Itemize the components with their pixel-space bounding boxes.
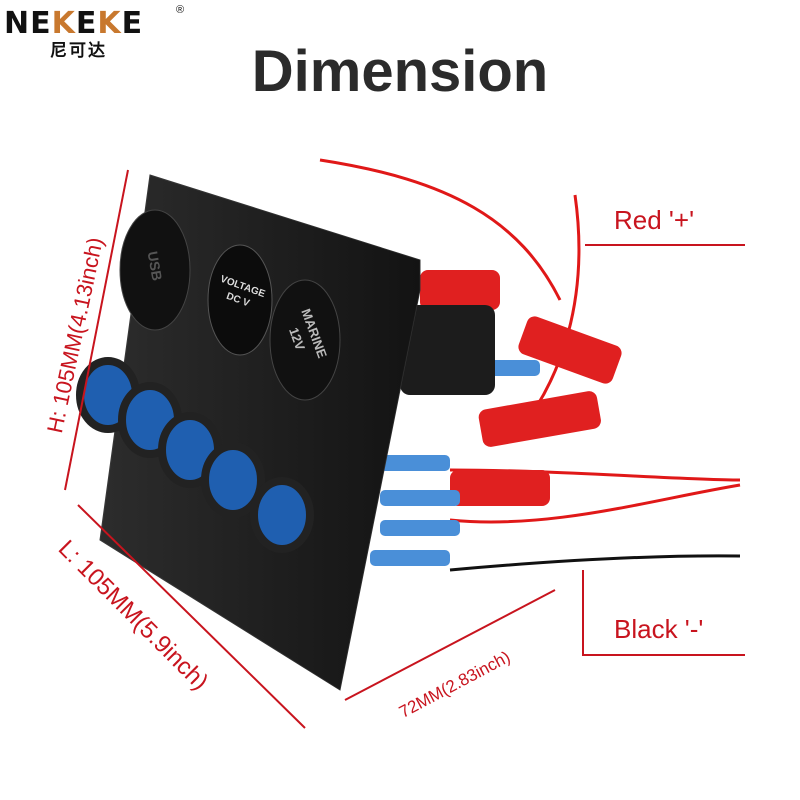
positive-wire-label: Red '+' [614, 205, 695, 235]
brand-logo: NEKEKE [4, 6, 144, 41]
registered-mark: ® [176, 4, 185, 16]
negative-wire-label: Black '-' [614, 614, 704, 644]
brand-chinese-name: 尼可达 [50, 41, 107, 60]
page-title: Dimension [251, 39, 549, 104]
